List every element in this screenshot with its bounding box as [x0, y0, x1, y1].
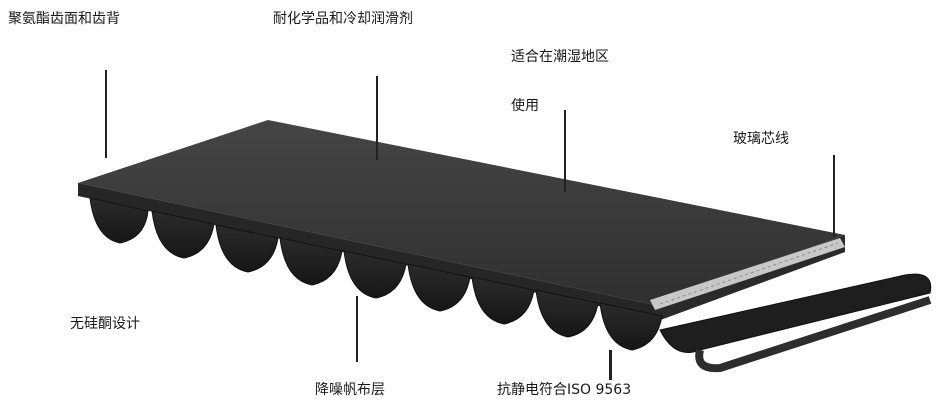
- leader-line-glass-cord: [833, 155, 835, 237]
- leader-line-antistatic: [609, 350, 612, 380]
- leader-line-teeth-back: [105, 70, 107, 158]
- belt-peeled-tail: [659, 273, 932, 373]
- label-noise-reduction-fabric: 降噪帆布层: [315, 382, 385, 398]
- label-silicone-free: 无硅酮设计: [70, 316, 140, 332]
- belt-top-surface: [78, 120, 845, 305]
- label-humid-env-line1: 适合在潮湿地区: [511, 49, 609, 65]
- belt-side-face: [78, 183, 655, 318]
- belt-teeth: [89, 197, 663, 351]
- leader-line-chemical: [376, 76, 378, 160]
- label-antistatic-iso: 抗静电符合ISO 9563: [497, 382, 632, 398]
- label-polyurethane-teeth-back: 聚氨酯齿面和齿背: [8, 11, 120, 27]
- leader-line-humid: [564, 110, 566, 192]
- leader-line-fabric: [356, 296, 358, 362]
- label-glass-cord: 玻璃芯线: [733, 131, 789, 147]
- label-chemical-resistance: 耐化学品和冷却润滑剂: [273, 11, 413, 27]
- glass-cord-strands: [650, 238, 845, 310]
- label-humid-env-line2: 使用: [511, 98, 539, 114]
